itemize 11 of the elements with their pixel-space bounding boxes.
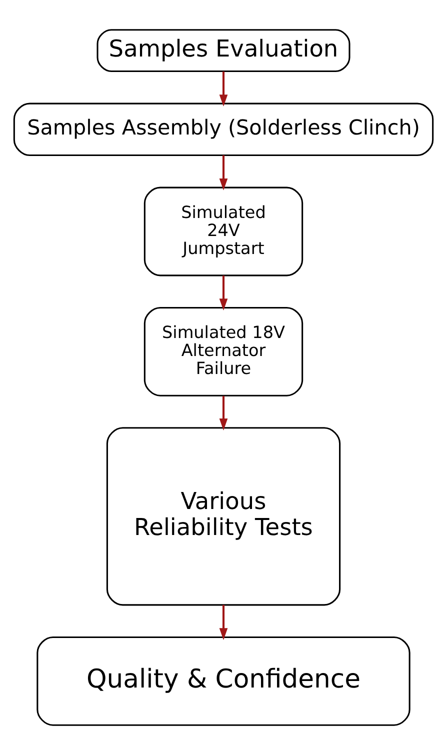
arrow [218, 396, 228, 430]
node-box: Samples Assembly (Solderless Clinch) [12, 102, 434, 156]
node-box: Quality & Confidence [36, 636, 410, 726]
node-box: Samples Evaluation [96, 29, 350, 72]
arrow [218, 604, 228, 640]
arrow [218, 155, 228, 190]
arrow [218, 276, 228, 311]
node-box: Various Reliability Tests [106, 427, 340, 606]
node-box: Simulated 24V Jumpstart [143, 186, 303, 276]
node-box: Simulated 18V Alternator Failure [143, 306, 303, 396]
arrow [218, 72, 228, 106]
